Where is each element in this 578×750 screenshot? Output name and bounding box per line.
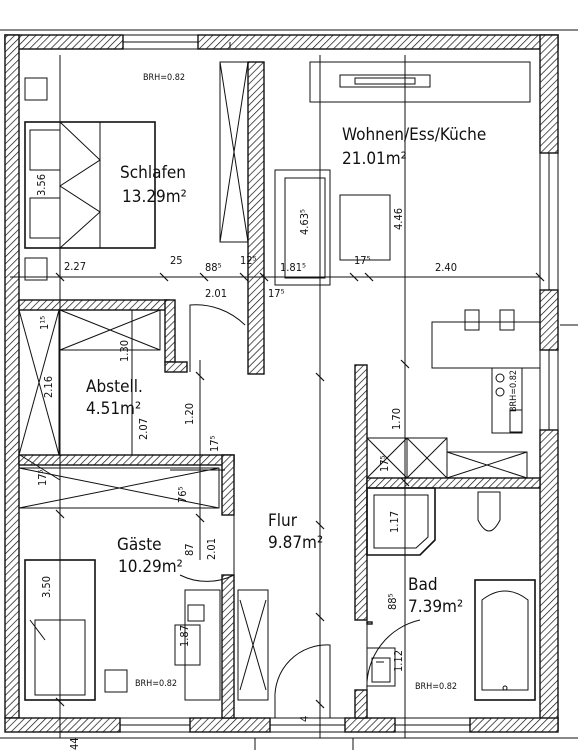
- interior-walls: [18, 61, 541, 719]
- dim-201a: 2.01: [205, 287, 227, 300]
- dim-446: 4.46: [392, 208, 405, 230]
- room-area-bad: 7.39m²: [408, 597, 463, 617]
- exterior-walls: [4, 34, 559, 733]
- brh-bad: BRH=0.82: [415, 682, 457, 692]
- doors: [179, 42, 421, 718]
- dim-207: 2.07: [137, 418, 150, 440]
- dim-112: 1.12: [392, 650, 405, 672]
- dim-356: 3.56: [35, 174, 48, 196]
- room-area-flur: 9.87m²: [268, 533, 323, 553]
- dim-240: 2.40: [435, 261, 457, 274]
- room-name-flur: Flur: [268, 511, 298, 531]
- brh-gaeste: BRH=0.82: [135, 679, 177, 689]
- dimension-lines: [10, 55, 545, 738]
- dim-115: 1¹⁵: [38, 316, 51, 330]
- dim-125: 12⁵: [240, 254, 257, 267]
- outer-frame: [0, 29, 578, 750]
- dim-170: 1.70: [390, 408, 403, 430]
- dim-885b: 88⁵: [386, 593, 399, 610]
- windows: [119, 34, 559, 733]
- room-area-schlafen: 13.29m²: [122, 187, 187, 207]
- room-name-schlafen: Schlafen: [120, 163, 186, 183]
- dimension-labels: 2.27 25 88⁵ 12⁵ 1.81⁵ 17⁵ 2.40 2.01 17⁵ …: [35, 174, 457, 750]
- dim-1815: 1.81⁵: [280, 261, 306, 274]
- dim-87: 87: [183, 543, 196, 556]
- dim-175e: 17⁵: [36, 469, 49, 486]
- dim-765: 76⁵: [176, 486, 189, 503]
- dim-885a: 88⁵: [205, 261, 222, 274]
- dim-120: 1.20: [183, 403, 196, 425]
- dim-227: 2.27: [64, 260, 86, 273]
- dim-117: 1.17: [388, 511, 401, 533]
- room-name-abstell: Abstell.: [86, 377, 143, 397]
- dim-4635: 4.63⁵: [298, 209, 311, 235]
- room-name-wohnen: Wohnen/Ess/Küche: [342, 125, 486, 145]
- dim-350: 3.50: [40, 576, 53, 598]
- dim-175c: 17⁵: [208, 435, 221, 452]
- dim-44: 44: [68, 737, 81, 750]
- dim-130: 1.30: [118, 340, 131, 362]
- dim-25: 25: [170, 254, 183, 267]
- dim-175b: 17⁵: [268, 287, 285, 300]
- room-name-bad: Bad: [408, 575, 438, 595]
- living-furniture: [274, 61, 541, 434]
- brh-kueche: BRH=0.82: [509, 370, 519, 412]
- room-name-gaeste: Gäste: [117, 535, 162, 555]
- dim-216: 2.16: [42, 376, 55, 398]
- room-area-abstell: 4.51m²: [86, 399, 141, 419]
- dim-187: 1.87: [178, 625, 191, 647]
- dim-201b: 2.01: [205, 538, 218, 560]
- dim-4: 4: [298, 716, 311, 722]
- dim-175a: 17⁵: [354, 254, 371, 267]
- room-labels: Schlafen 13.29m² Wohnen/Ess/Küche 21.01m…: [86, 125, 486, 617]
- room-area-gaeste: 10.29m²: [118, 557, 183, 577]
- brh-labels: BRH=0.82 BRH=0.82 BRH=0.82 BRH=0.82: [135, 73, 519, 692]
- room-area-wohnen: 21.01m²: [342, 149, 407, 169]
- brh-schlafen: BRH=0.82: [143, 73, 185, 83]
- dim-175d: 17⁵: [378, 455, 391, 472]
- wardrobes: [18, 61, 528, 509]
